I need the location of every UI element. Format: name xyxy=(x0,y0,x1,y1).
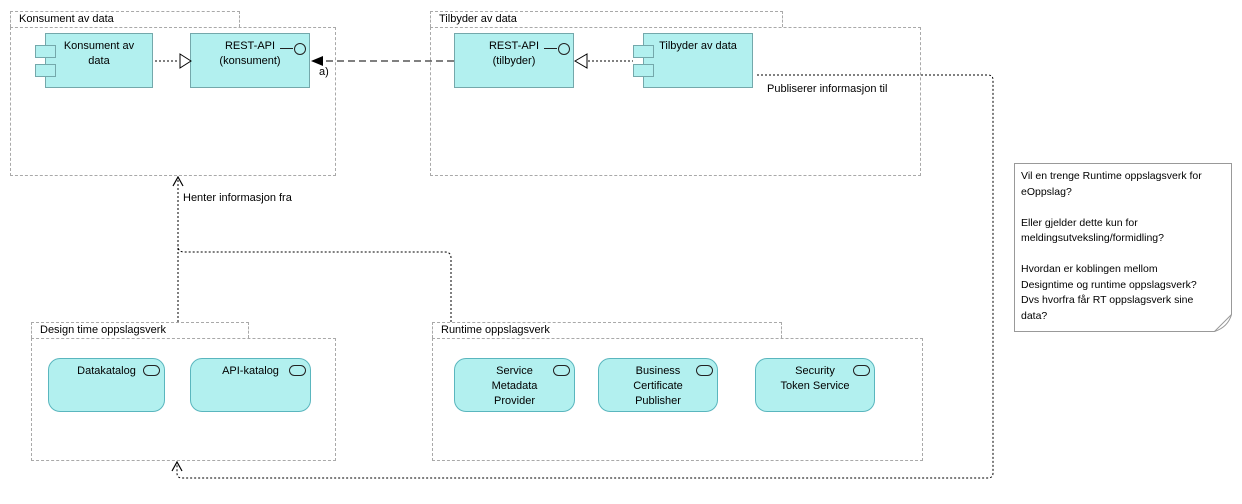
service-icon xyxy=(143,365,160,376)
component-label: REST-API (konsument) xyxy=(219,40,281,67)
flow-publiserer-label: Publiserer informasjon til xyxy=(767,83,888,95)
connection-a-label: a) xyxy=(319,66,329,78)
note[interactable]: Vil en trenge Runtime oppslagsverk for e… xyxy=(1014,163,1232,332)
group-konsument-av-data-tab[interactable]: Konsument av data xyxy=(10,11,240,27)
component-icon xyxy=(35,64,56,77)
service-icon xyxy=(853,365,870,376)
provided-interface-icon xyxy=(544,43,570,55)
service-datakatalog[interactable]: Datakatalog xyxy=(48,358,165,412)
service-icon xyxy=(553,365,570,376)
service-icon xyxy=(289,365,306,376)
component-icon xyxy=(35,45,56,58)
flow-henter-label: Henter informasjon fra xyxy=(183,192,292,204)
component-rest-api-konsument[interactable]: REST-API (konsument) xyxy=(190,33,310,88)
service-security-token-service[interactable]: Security Token Service xyxy=(755,358,875,412)
component-label: Tilbyder av data xyxy=(659,40,737,52)
component-rest-api-tilbyder[interactable]: REST-API (tilbyder) xyxy=(454,33,574,88)
group-konsument-title: Konsument av data xyxy=(19,13,114,25)
note-text: Vil en trenge Runtime oppslagsverk for e… xyxy=(1021,170,1202,322)
group-tilbyder-title: Tilbyder av data xyxy=(439,13,517,25)
service-service-metadata-provider[interactable]: Service Metadata Provider xyxy=(454,358,575,412)
group-runtime-title: Runtime oppslagsverk xyxy=(441,324,550,336)
group-runtime-oppslagsverk-tab[interactable]: Runtime oppslagsverk xyxy=(432,322,782,338)
chevron-arrowhead-icon xyxy=(171,460,183,472)
group-design-time-oppslagsverk-tab[interactable]: Design time oppslagsverk xyxy=(31,322,249,338)
service-label: Datakatalog xyxy=(77,365,136,377)
chevron-arrowhead-icon xyxy=(172,175,184,187)
group-tilbyder-av-data-tab[interactable]: Tilbyder av data xyxy=(430,11,783,27)
component-konsument-av-data[interactable]: Konsument av data xyxy=(35,33,153,88)
folded-corner-icon xyxy=(1214,314,1232,332)
component-label: Konsument av data xyxy=(63,40,135,67)
component-icon xyxy=(633,45,654,58)
group-designtime-title: Design time oppslagsverk xyxy=(40,324,166,336)
note-shape xyxy=(1014,163,1232,332)
provided-interface-icon xyxy=(280,43,306,55)
component-tilbyder-av-data[interactable]: Tilbyder av data xyxy=(633,33,753,88)
service-api-katalog[interactable]: API-katalog xyxy=(190,358,311,412)
flow-runtime-branch[interactable] xyxy=(177,245,452,322)
note-outline xyxy=(1014,163,1232,332)
service-business-certificate-publisher[interactable]: Business Certificate Publisher xyxy=(598,358,718,412)
component-icon xyxy=(633,64,654,77)
service-icon xyxy=(696,365,713,376)
component-label: REST-API (tilbyder) xyxy=(488,40,540,67)
